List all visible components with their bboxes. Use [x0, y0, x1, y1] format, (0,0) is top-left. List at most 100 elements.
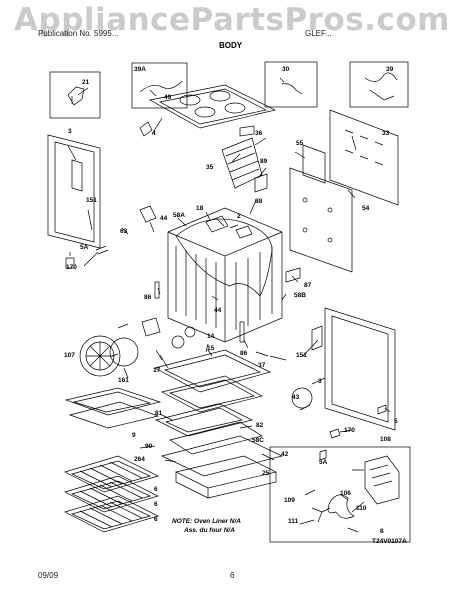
inset-box-30: [264, 61, 318, 108]
part-9-broil-pan: [64, 387, 162, 416]
callout-8: 8: [380, 528, 384, 535]
callout-108: 108: [380, 436, 391, 443]
inset-box-motor: [269, 446, 411, 543]
callout-14: 14: [207, 333, 215, 340]
part-161-gasket: [109, 337, 139, 367]
callout-58b: 58B: [294, 292, 306, 299]
callout-106: 106: [340, 490, 351, 497]
callout-43: 43: [292, 394, 300, 401]
callout-6-bottom: 6: [154, 516, 158, 523]
callout-151-left: 151: [86, 197, 97, 204]
callout-54: 54: [362, 205, 370, 212]
callout-2: 2: [237, 213, 241, 220]
callout-44-mid: 44: [214, 307, 222, 314]
callout-49: 49: [164, 94, 172, 101]
inset-box-21: [49, 71, 101, 119]
part-21-bracket: [67, 86, 85, 106]
callout-111: 111: [288, 518, 299, 525]
part-54-back-panel: [289, 167, 353, 273]
callout-3-right: 3: [318, 378, 322, 385]
part-33-rear-cover: [329, 109, 399, 206]
callout-4: 4: [152, 130, 156, 137]
callout-36: 36: [255, 130, 263, 137]
part-106-fan-blade: [327, 494, 355, 519]
callout-35: 35: [206, 164, 214, 171]
part-108-motor: [364, 455, 400, 505]
callout-170-left: 170: [66, 264, 77, 271]
oven-cavity: [167, 207, 283, 343]
callout-17: 17: [153, 367, 161, 374]
footer-date: 09/09: [38, 571, 59, 580]
note-oven-liner: NOTE: Oven Liner N/A: [172, 518, 241, 525]
part-81-bake-pan: [161, 375, 263, 413]
callout-3-top: 3: [68, 128, 72, 135]
callout-86-left: 86: [144, 294, 152, 301]
callout-170-right: 170: [344, 427, 355, 434]
callout-33: 33: [382, 130, 390, 137]
callout-5a-right: 5A: [319, 459, 328, 466]
part-6-oven-racks: [64, 455, 159, 533]
callout-6-top: 6: [154, 486, 158, 493]
callout-89: 89: [260, 158, 268, 165]
callout-39a: 39A: [134, 66, 146, 73]
section-title: BODY: [219, 41, 243, 50]
part-39-harness: [364, 72, 398, 101]
callout-9: 9: [132, 432, 136, 439]
part-36-vent-duct: [221, 137, 263, 189]
model-number: GLEF...: [305, 29, 332, 38]
callout-110: 110: [356, 505, 367, 512]
callout-37: 37: [258, 362, 266, 369]
callout-30: 30: [282, 66, 290, 73]
part-58c-kickplate: [169, 421, 263, 455]
callout-88: 88: [255, 198, 263, 205]
part-44-latch: [139, 205, 157, 233]
callout-15: 15: [207, 345, 215, 352]
callout-21: 21: [82, 79, 90, 86]
callout-5-right: 5: [394, 418, 398, 425]
callout-82: 82: [256, 422, 264, 429]
callout-55: 55: [296, 140, 304, 147]
part-82-heating-element: [154, 403, 254, 437]
callout-42: 42: [281, 451, 289, 458]
callout-81: 81: [155, 410, 163, 417]
callout-25: 25: [262, 470, 270, 477]
callout-58c: 58C: [252, 437, 264, 444]
part-107-fan-cover: [79, 335, 121, 377]
callout-161: 161: [118, 377, 129, 384]
inset-box-39a: [131, 62, 188, 109]
part-39a-wire: [139, 80, 183, 97]
part-43-knob: [291, 387, 313, 409]
callout-58a: 58A: [173, 212, 185, 219]
oven-bottom-tray: [154, 349, 271, 393]
part-30-probe: [279, 77, 303, 95]
footer-page-number: 6: [230, 571, 235, 580]
callout-44-top: 44: [160, 215, 168, 222]
part-3-door-right: [324, 307, 396, 431]
part-42-drawer-frame: [160, 435, 284, 477]
part-2-insulation: [175, 218, 273, 297]
part-4-cooktop-frame: [149, 84, 277, 129]
note-ass-du-four: Ass. du four N/A: [184, 527, 235, 534]
inset-box-39: [349, 61, 409, 108]
part-55-plate: [302, 144, 326, 184]
part-5a-leveler: [65, 252, 75, 269]
part-3-side-panel-left: [47, 134, 101, 249]
part-25-drawer-bottom: [174, 455, 278, 489]
callout-86-right: 86: [240, 350, 248, 357]
callout-90: 90: [145, 443, 153, 450]
callout-109: 109: [284, 497, 295, 504]
callout-264: 264: [134, 456, 145, 463]
part-18-bracket: [205, 215, 229, 233]
callout-87: 87: [304, 282, 312, 289]
callout-107: 107: [64, 352, 75, 359]
callout-6-mid: 6: [154, 501, 158, 508]
figure-code: T24V0107A: [372, 538, 407, 545]
callout-18: 18: [196, 205, 204, 212]
callout-5a-left: 5A: [80, 244, 89, 251]
publication-number: Publication No. 5995...: [38, 29, 119, 38]
callout-151-right: 151: [296, 352, 307, 359]
callout-39: 39: [386, 66, 394, 73]
part-86-hinge: [154, 281, 160, 299]
part-14-light-housing: [141, 317, 161, 337]
